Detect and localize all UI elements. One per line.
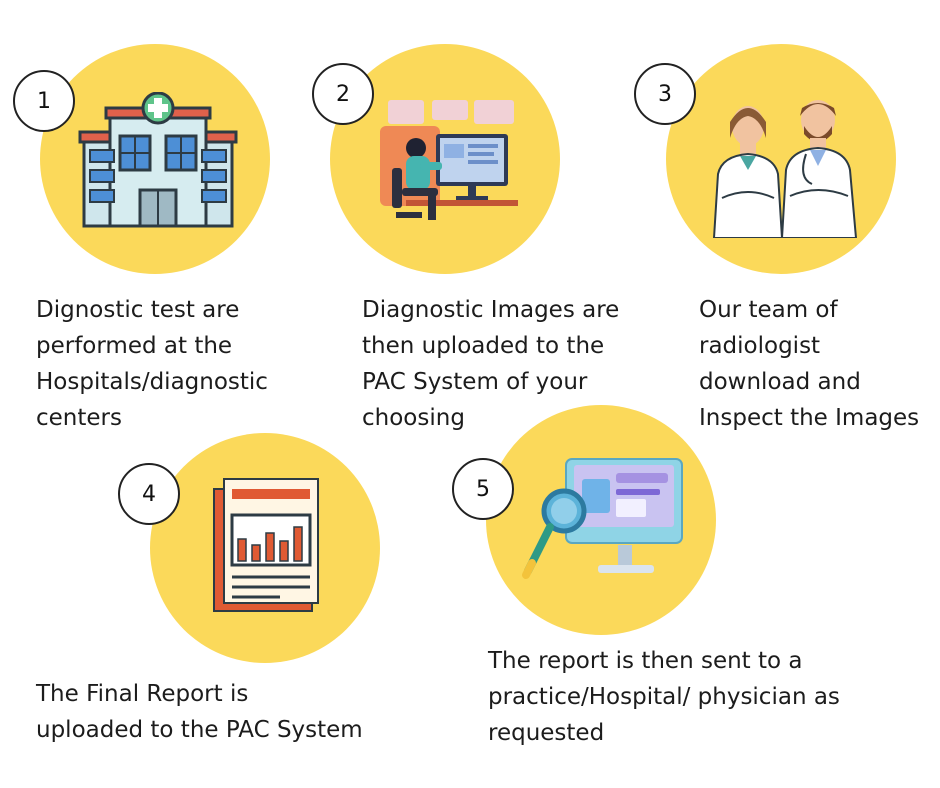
report-chart-icon — [213, 478, 319, 612]
step-3-number-badge: 3 — [634, 63, 696, 125]
hospital-icon — [78, 92, 238, 228]
monitor-magnifier-icon — [522, 458, 683, 579]
step-5-caption: The report is then sent to a practice/Ho… — [488, 648, 840, 746]
step-3-caption: Our team of radiologist download and Ins… — [699, 297, 920, 431]
radiologists-icon — [712, 100, 858, 238]
computer-upload-icon — [380, 100, 518, 220]
step-4-caption: The Final Report is uploaded to the PAC … — [36, 681, 363, 743]
step-1-number-badge: 1 — [13, 70, 75, 132]
step-5-number-badge: 5 — [452, 458, 514, 520]
step-1-caption: Dignostic test are performed at the Hosp… — [36, 297, 268, 431]
step-2-number-badge: 2 — [312, 63, 374, 125]
step-2-caption: Diagnostic Images are then uploaded to t… — [362, 297, 620, 431]
step-4-number-badge: 4 — [118, 463, 180, 525]
